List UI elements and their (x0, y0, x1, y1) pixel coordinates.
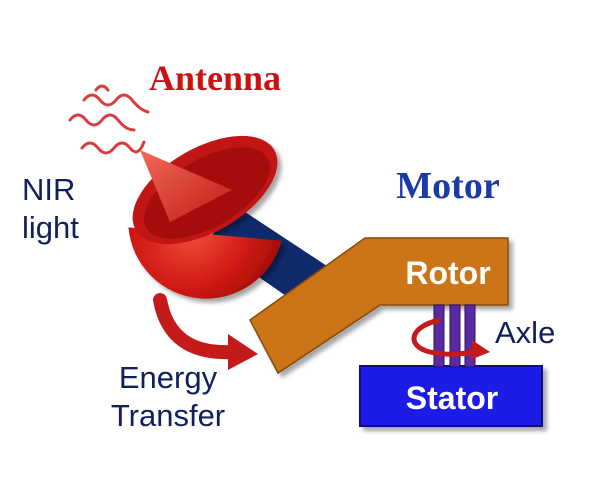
nir-wave-icon (68, 84, 150, 155)
energy-transfer-arrow-icon (153, 293, 258, 370)
nir-label-line1: NIR (22, 172, 75, 207)
stator-label: Stator (406, 380, 498, 416)
nir-label-line2: light (22, 210, 79, 245)
energy-label-line1: Energy (119, 360, 218, 395)
energy-label-line2: Transfer (111, 398, 225, 433)
antenna-title: Antenna (149, 58, 281, 98)
rotor-label: Rotor (405, 255, 490, 291)
antenna-feed-cone (140, 150, 232, 222)
axle-label: Axle (495, 315, 555, 350)
rotor-block (249, 237, 509, 375)
rotation-arrow-icon (411, 317, 490, 360)
axle (433, 304, 476, 368)
motor-title: Motor (396, 165, 500, 207)
